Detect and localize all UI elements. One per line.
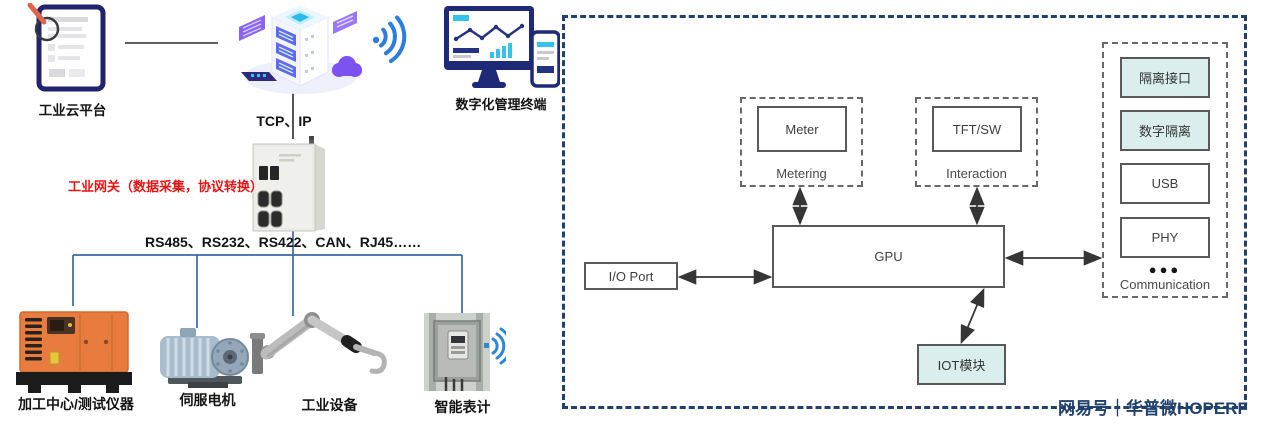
watermark-text: 网易号｜华普微HOPERF [1058, 399, 1248, 418]
terminal-label: 数字化管理终端 [455, 97, 547, 112]
tft-sw-block[interactable]: TFT/SW [932, 106, 1022, 152]
smart-meter-icon [424, 313, 506, 391]
meter-wifi-icon [491, 327, 506, 365]
server-stack-illustration [239, 5, 362, 94]
more-blocks-dots-icon: ●●● [1148, 262, 1182, 277]
cloud-platform-tablet-icon [27, 3, 106, 92]
industrial-gateway-icon [252, 136, 325, 232]
communication-group-label: Communication [1119, 277, 1211, 292]
gateway-annotation-label: 工业网关（数据采集，协议转换） [68, 179, 264, 194]
meter-wifi-dot [484, 343, 489, 348]
gpu-block[interactable]: GPU [772, 225, 1005, 288]
device-label-servo-motor: 伺服电机 [179, 392, 236, 408]
machining-center-icon [16, 311, 132, 393]
metering-group: Meter Metering [740, 97, 863, 187]
device-label-industrial-equipment: 工业设备 [301, 397, 358, 413]
tcp-ip-label: TCP、IP [256, 113, 312, 129]
interaction-group-label: Interaction [946, 166, 1007, 181]
meter-block[interactable]: Meter [757, 106, 847, 152]
soc-block-diagram-frame [562, 15, 1247, 409]
communication-group: 隔离接口 数字隔离 USB PHY ●●● Communication [1102, 42, 1228, 298]
servo-motor-icon [160, 328, 249, 388]
fieldbus-lines [72, 228, 463, 328]
usb-block[interactable]: USB [1120, 163, 1210, 204]
wifi-icon [372, 15, 407, 64]
phy-block[interactable]: PHY [1120, 217, 1210, 258]
robot-arm-icon [250, 312, 387, 374]
digital-isolation-block[interactable]: 数字隔离 [1120, 110, 1210, 151]
device-label-smart-meter: 智能表计 [434, 399, 491, 415]
cloud-platform-label: 工业云平台 [38, 103, 107, 118]
iot-module-block[interactable]: IOT模块 [917, 344, 1006, 385]
management-terminal-icon [444, 6, 560, 88]
interaction-group: TFT/SW Interaction [915, 97, 1038, 187]
device-label-machining-center: 加工中心/测试仪器 [18, 396, 134, 412]
io-port-block[interactable]: I/O Port [584, 262, 678, 290]
protocols-label: RS485、RS232、RS422、CAN、RJ45…… [145, 234, 422, 250]
block-arrows [677, 186, 1103, 345]
isolated-interface-block[interactable]: 隔离接口 [1120, 57, 1210, 98]
metering-group-label: Metering [776, 166, 827, 181]
